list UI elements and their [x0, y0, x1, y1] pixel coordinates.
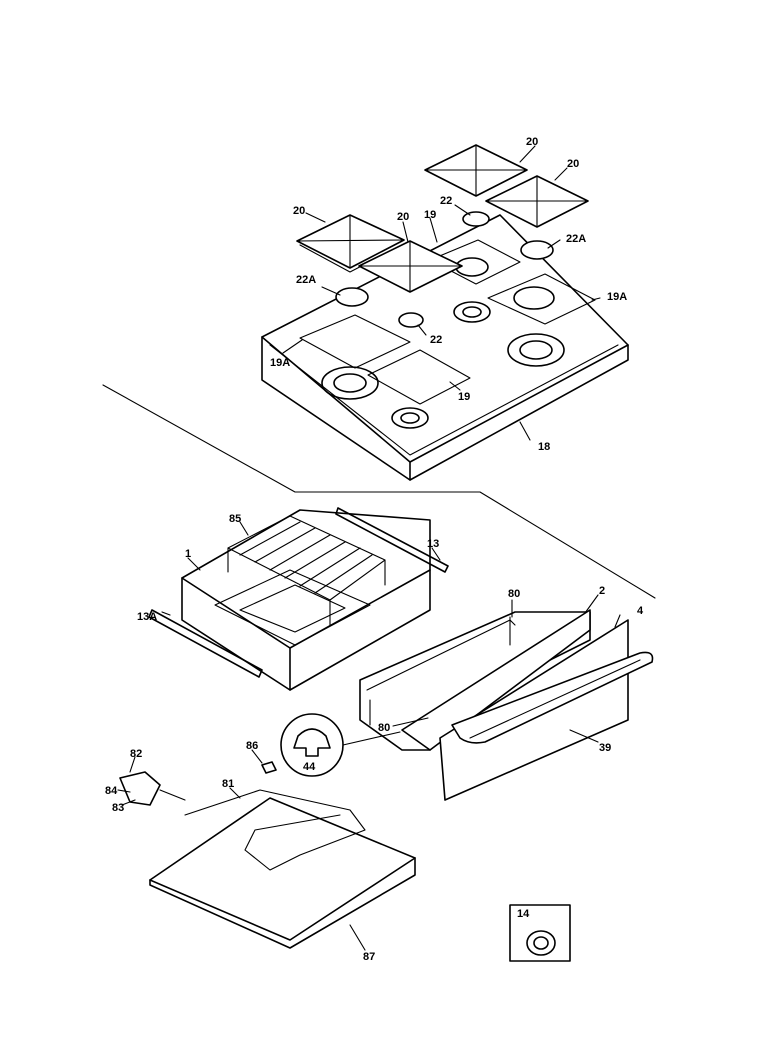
label-20: 20: [397, 211, 409, 223]
part-labels: 20 20 20 20 22 22 22A 22A 19 19 19A 19A …: [105, 136, 644, 963]
label-80: 80: [508, 588, 520, 600]
leader-lines: [117, 145, 621, 951]
burner-bowls: [321, 257, 565, 429]
part-86: [261, 761, 277, 774]
burner-rings: [299, 239, 596, 405]
section-divider: [102, 384, 656, 599]
label-86: 86: [246, 740, 258, 752]
label-4: 4: [637, 605, 644, 617]
label-84: 84: [105, 785, 118, 797]
label-20: 20: [526, 136, 538, 148]
oven-assembly: [148, 507, 449, 691]
drawer-liner-80: [369, 616, 511, 726]
cooktop-assembly: [261, 144, 629, 481]
label-19: 19: [458, 391, 470, 403]
label-44: 44: [303, 761, 316, 773]
label-20: 20: [293, 205, 305, 217]
label-19A: 19A: [270, 357, 290, 369]
label-19: 19: [424, 209, 436, 221]
label-85: 85: [229, 513, 241, 525]
valve-assembly: [119, 771, 161, 806]
label-18: 18: [538, 441, 550, 453]
label-20: 20: [567, 158, 579, 170]
label-2: 2: [599, 585, 605, 597]
label-1: 1: [185, 548, 191, 560]
label-82: 82: [130, 748, 142, 760]
bake-element: [214, 569, 371, 646]
oven-rack: [227, 515, 386, 627]
label-13: 13: [427, 538, 439, 550]
label-13A: 13A: [137, 611, 157, 623]
bottom-assembly: [119, 761, 416, 949]
trim-pieces: [335, 211, 554, 328]
label-83: 83: [112, 802, 124, 814]
broiler-drawer-assembly: [280, 609, 654, 801]
rail-13: [335, 507, 449, 573]
label-87: 87: [363, 951, 375, 963]
label-81: 81: [222, 778, 234, 790]
label-19A: 19A: [607, 291, 627, 303]
label-22: 22: [430, 334, 442, 346]
label-14: 14: [517, 908, 530, 920]
label-39: 39: [599, 742, 611, 754]
drawer-handle: [451, 651, 654, 744]
label-22: 22: [440, 195, 452, 207]
label-80: 80: [378, 722, 390, 734]
label-22A: 22A: [566, 233, 586, 245]
label-22A: 22A: [296, 274, 316, 286]
rail-13A: [148, 609, 263, 678]
burner-grates: [296, 144, 589, 293]
broil-element-81: [184, 789, 366, 871]
knob-14-inset: [509, 904, 571, 962]
